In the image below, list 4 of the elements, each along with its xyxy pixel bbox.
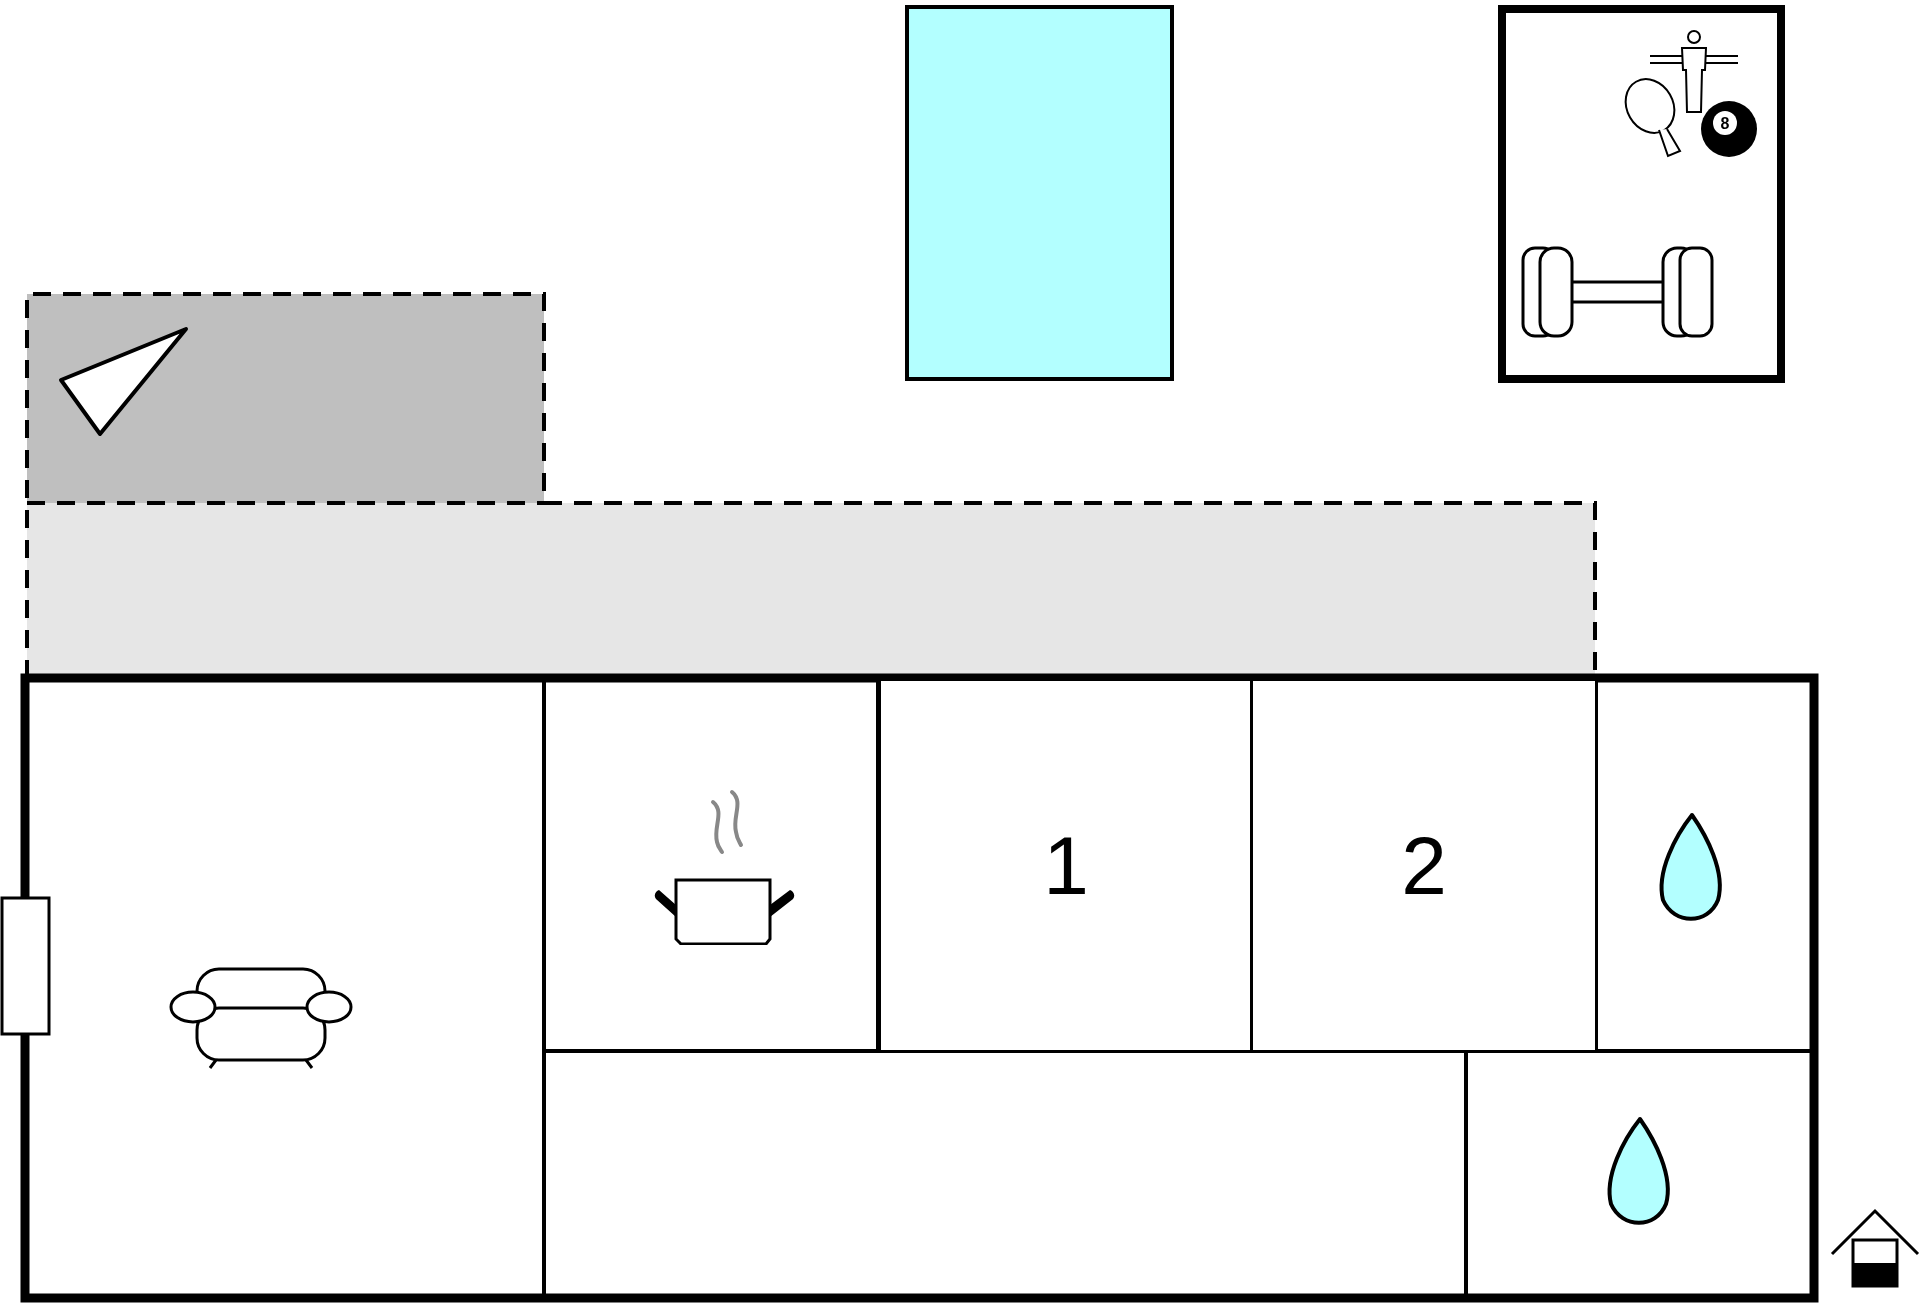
room-number: 1: [1043, 824, 1089, 907]
room-number: 2: [1401, 824, 1447, 907]
bedroom: [1250, 678, 1598, 1053]
billiard-ball-icon: 8: [1700, 100, 1758, 158]
